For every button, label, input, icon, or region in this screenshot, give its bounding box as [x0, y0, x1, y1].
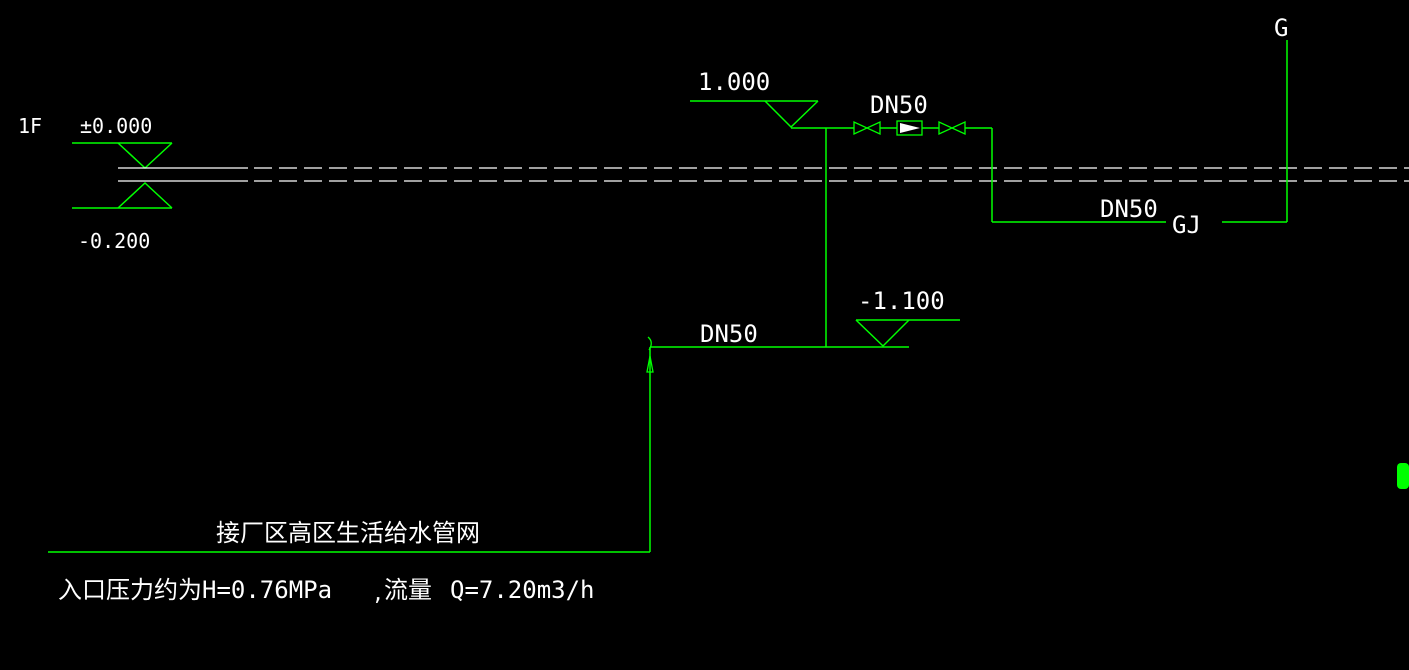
pipe-code-g: G	[1274, 14, 1288, 42]
network-connection-label: 接厂区高区生活给水管网	[216, 519, 480, 547]
gate-valve-1-icon[interactable]	[853, 120, 881, 136]
elevation-marker-1000	[690, 100, 819, 129]
pipe-right-branch[interactable]	[991, 40, 1288, 223]
elevation-marker-top	[72, 142, 173, 170]
pipe-size-top: DN50	[870, 91, 928, 119]
inlet-pressure-value: H=0.76MPa	[202, 576, 332, 604]
elevation-marker-bottom	[72, 181, 173, 209]
flow-rate-value: Q=7.20m3/h	[450, 576, 595, 604]
floor-label-1f: 1F	[18, 114, 42, 138]
edge-marker-icon	[1397, 463, 1409, 489]
pipe-code-gj: GJ	[1172, 211, 1201, 239]
elevation-label-minus-0200: -0.200	[78, 229, 150, 253]
floor-line-solid	[118, 167, 248, 182]
inlet-pressure-label: 入口压力约为	[58, 576, 202, 604]
elevation-marker-minus-1100	[855, 319, 960, 348]
flow-rate-label: 流量	[384, 576, 432, 604]
inlet-separator: ,	[372, 581, 384, 605]
pipe-size-bottom: DN50	[700, 320, 758, 348]
pipe-inlet[interactable]	[48, 347, 651, 553]
floor-line-dashed	[254, 167, 1409, 182]
pipe-size-right: DN50	[1100, 195, 1158, 223]
elevation-label-1000: 1.000	[698, 68, 770, 96]
gate-valve-2-icon[interactable]	[938, 120, 966, 136]
elevation-label-zero: ±0.000	[80, 114, 152, 138]
elevation-label-minus-1100: -1.100	[858, 287, 945, 315]
check-valve-icon[interactable]	[896, 120, 923, 136]
